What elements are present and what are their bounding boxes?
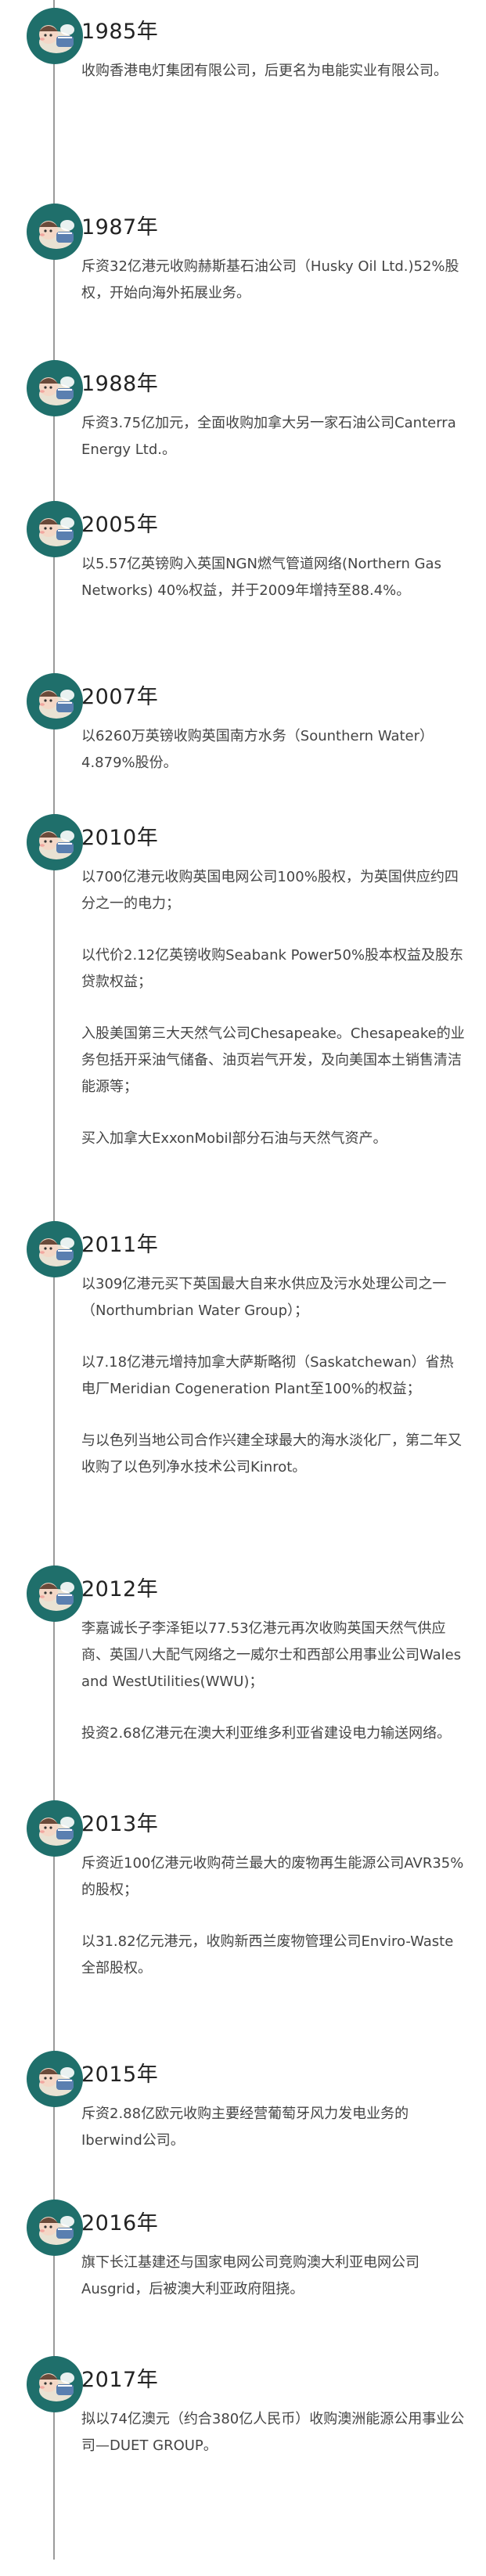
timeline-events: 以700亿港元收购英国电网公司100%股权，为英国供应约四分之一的电力； 以代价2… <box>81 864 465 1152</box>
event-text: 旗下长江基建还与国家电网公司竞购澳大利亚电网公司Ausgrid，后被澳大利亚政府… <box>81 2254 419 2297</box>
timeline-year: 2015年 <box>81 2063 159 2087</box>
timeline-events: 斥资3.75亿加元，全面收购加拿大另一家石油公司Canterra Energy … <box>81 410 465 463</box>
event-text: 斥资3.75亿加元，全面收购加拿大另一家石油公司Canterra Energy … <box>81 415 456 458</box>
timeline-events: 以5.57亿英镑购入英国NGN燃气管道网络(Northern Gas Netwo… <box>81 551 465 604</box>
mascot-icon <box>27 814 83 870</box>
mascot-icon <box>27 501 83 557</box>
timeline-year: 2016年 <box>81 2211 159 2236</box>
mascot-icon <box>27 360 83 416</box>
event-text: 以6260万英镑收购英国南方水务（Sounthern Water）4.879%股… <box>81 728 434 771</box>
timeline-events: 斥资近100亿港元收购荷兰最大的废物再生能源公司AVR35%的股权； 以31.82… <box>81 1850 465 1982</box>
mascot-icon <box>27 1800 83 1857</box>
timeline-events: 收购香港电灯集团有限公司，后更名为电能实业有限公司。 <box>81 58 465 85</box>
event-text: 斥资2.88亿欧元收购主要经营葡萄牙风力发电业务的Iberwind公司。 <box>81 2106 409 2149</box>
timeline-events: 斥资2.88亿欧元收购主要经营葡萄牙风力发电业务的Iberwind公司。 <box>81 2101 465 2154</box>
event-text: 以31.82亿元港元，收购新西兰废物管理公司Enviro-Waste全部股权。 <box>81 1933 454 1976</box>
timeline-axis <box>53 0 55 2560</box>
mascot-icon <box>27 2200 83 2256</box>
timeline-year: 2007年 <box>81 685 159 709</box>
event-text: 以700亿港元收购英国电网公司100%股权，为英国供应约四分之一的电力； <box>81 869 459 912</box>
mascot-icon <box>27 673 83 730</box>
timeline-year: 2010年 <box>81 826 159 850</box>
event-text: 斥资近100亿港元收购荷兰最大的废物再生能源公司AVR35%的股权； <box>81 1855 464 1898</box>
timeline-events: 旗下长江基建还与国家电网公司竞购澳大利亚电网公司Ausgrid，后被澳大利亚政府… <box>81 2250 465 2303</box>
timeline-events: 拟以74亿澳元（约合380亿人民币）收购澳洲能源公用事业公司—DUET GROU… <box>81 2406 465 2459</box>
timeline-year: 2017年 <box>81 2368 159 2392</box>
timeline-year: 1988年 <box>81 372 159 396</box>
event-text: 买入加拿大ExxonMobil部分石油与天然气资产。 <box>81 1130 387 1147</box>
event-text: 李嘉诚长子李泽钜以77.53亿港元再次收购英国天然气供应商、英国八大配气网络之一… <box>81 1620 462 1690</box>
timeline-year: 1985年 <box>81 20 159 44</box>
mascot-icon <box>27 8 83 64</box>
timeline-year: 2013年 <box>81 1812 159 1836</box>
mascot-icon <box>27 1221 83 1277</box>
event-text: 投资2.68亿港元在澳大利亚维多利亚省建设电力输送网络。 <box>81 1725 452 1742</box>
event-text: 以309亿港元买下英国最大自来水供应及污水处理公司之一（Northumbrian… <box>81 1276 447 1319</box>
timeline-events: 斥资32亿港元收购赫斯基石油公司（Husky Oil Ltd.)52%股权，开始… <box>81 254 465 307</box>
event-text: 以代价2.12亿英镑收购Seabank Power50%股本权益及股东贷款权益； <box>81 947 464 990</box>
timeline-year: 2011年 <box>81 1233 159 1257</box>
timeline-events: 以309亿港元买下英国最大自来水供应及污水处理公司之一（Northumbrian… <box>81 1271 465 1481</box>
event-text: 收购香港电灯集团有限公司，后更名为电能实业有限公司。 <box>81 63 448 79</box>
mascot-icon <box>27 1565 83 1622</box>
mascot-icon <box>27 2051 83 2107</box>
event-text: 斥资32亿港元收购赫斯基石油公司（Husky Oil Ltd.)52%股权，开始… <box>81 258 459 301</box>
mascot-icon <box>27 2356 83 2412</box>
event-text: 与以色列当地公司合作兴建全球最大的海水淡化厂，第二年又收购了以色列净水技术公司K… <box>81 1432 462 1475</box>
mascot-icon <box>27 204 83 260</box>
timeline-year: 2012年 <box>81 1577 159 1601</box>
timeline-events: 以6260万英镑收购英国南方水务（Sounthern Water）4.879%股… <box>81 723 465 776</box>
event-text: 拟以74亿澳元（约合380亿人民币）收购澳洲能源公用事业公司—DUET GROU… <box>81 2411 465 2454</box>
event-text: 入股美国第三大天然气公司Chesapeake。Chesapeake的业务包括开采… <box>81 1025 465 1095</box>
event-text: 以5.57亿英镑购入英国NGN燃气管道网络(Northern Gas Netwo… <box>81 556 441 599</box>
timeline-year: 2005年 <box>81 513 159 537</box>
event-text: 以7.18亿港元增持加拿大萨斯略彻（Saskatchewan）省热电厂Merid… <box>81 1354 454 1397</box>
timeline-year: 1987年 <box>81 215 159 240</box>
timeline-events: 李嘉诚长子李泽钜以77.53亿港元再次收购英国天然气供应商、英国八大配气网络之一… <box>81 1616 465 1747</box>
